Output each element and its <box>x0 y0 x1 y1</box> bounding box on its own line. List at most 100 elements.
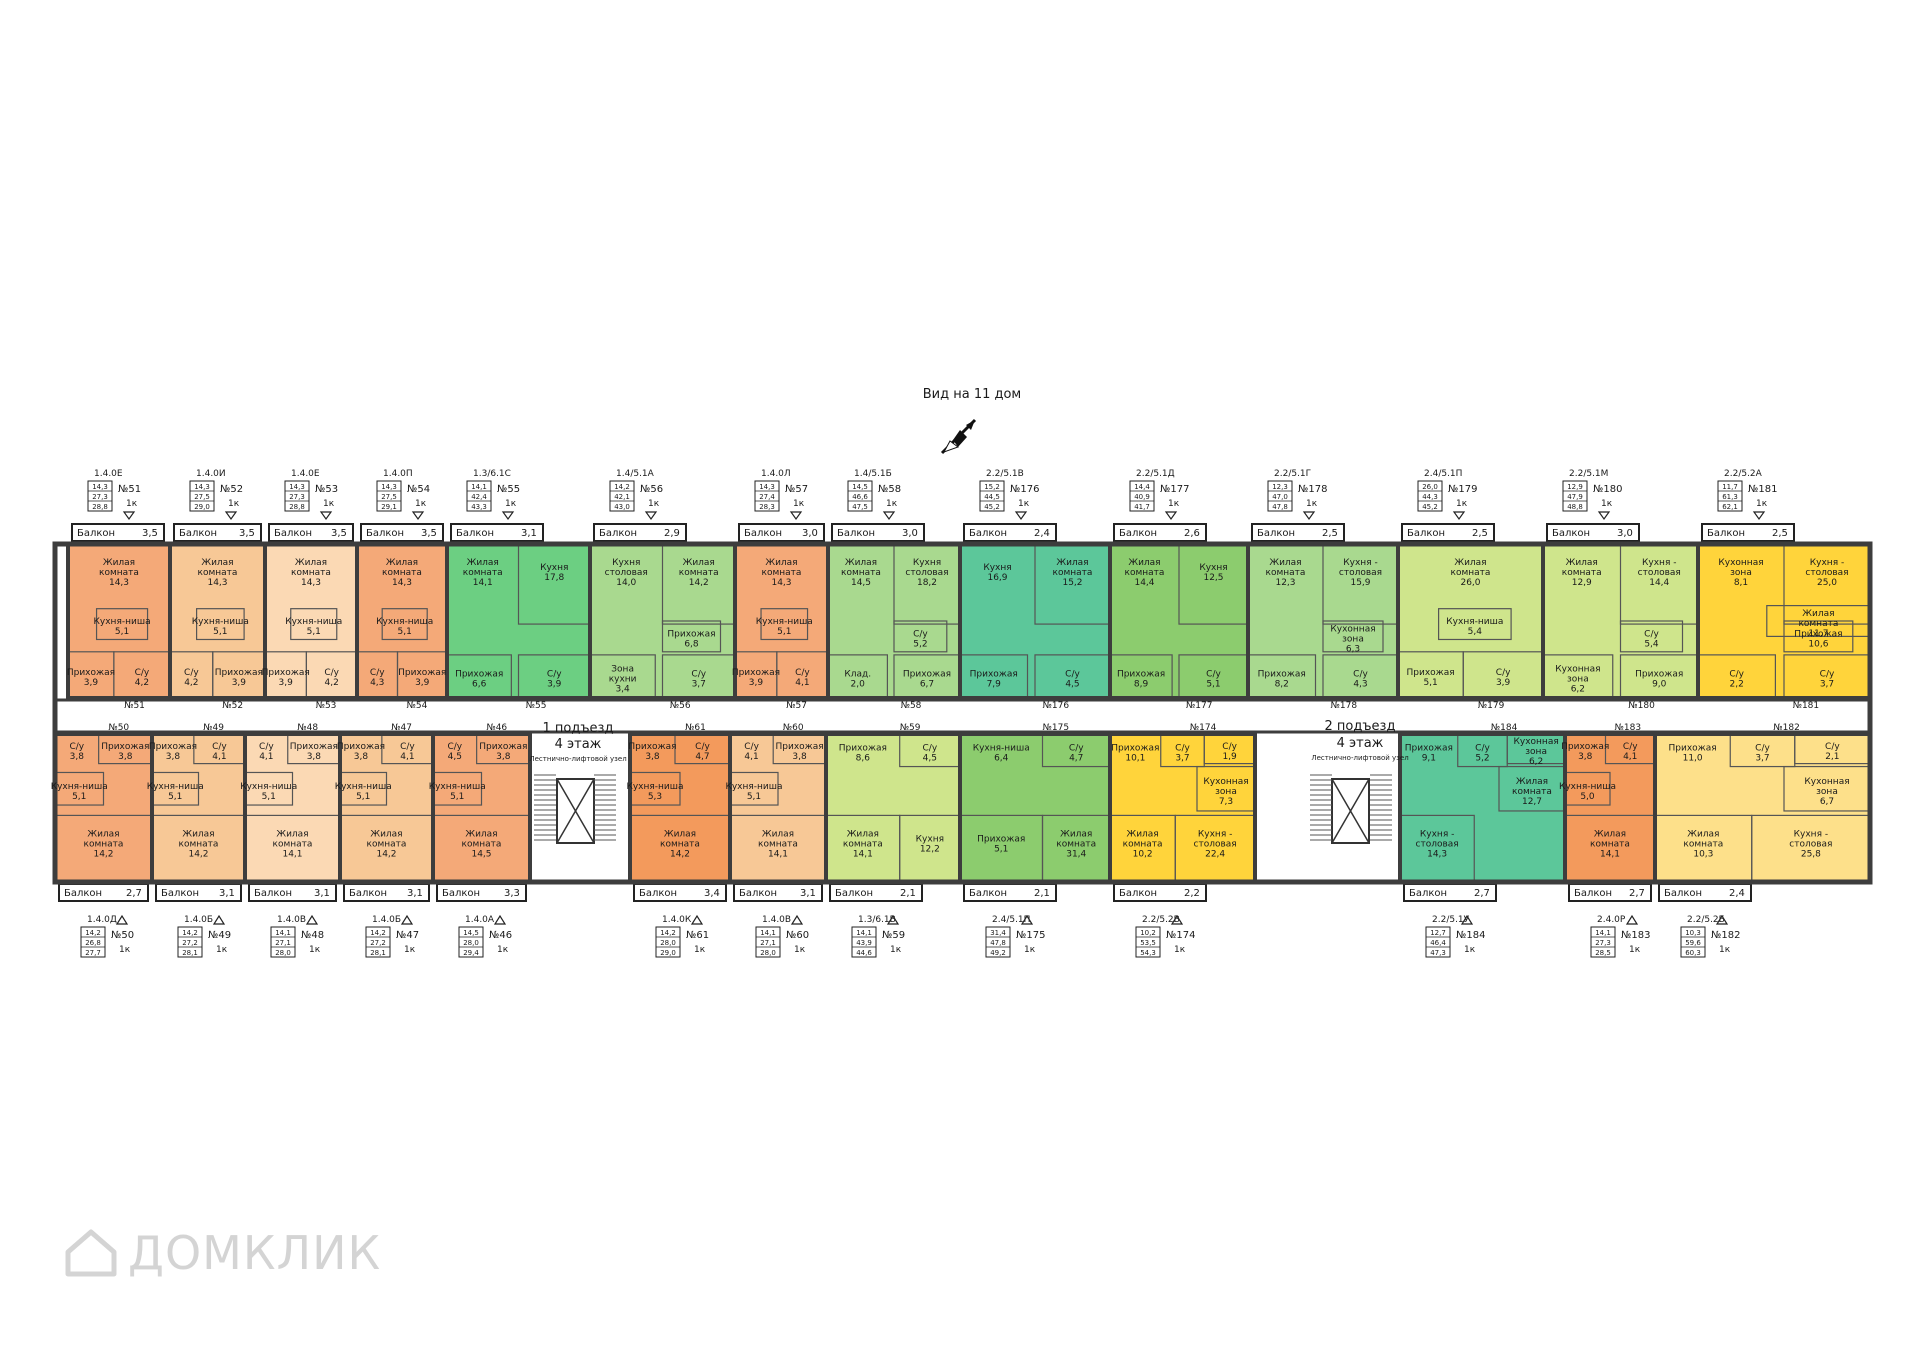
room-name: комната <box>758 839 798 849</box>
room-name: Жилая <box>1594 829 1626 839</box>
room-label: С/у4,2 <box>135 668 150 688</box>
balcony-area: 2,2 <box>1184 888 1200 899</box>
area-value: 45,2 <box>984 503 1000 511</box>
entrance-2-floor: 4 этаж <box>1337 736 1384 751</box>
area-table: 14,143,944,6 <box>851 926 877 958</box>
balcony-label: Балкон <box>969 888 1007 899</box>
room-name: Прихожая <box>970 669 1018 679</box>
room-area: 6,7 <box>1820 797 1834 807</box>
apartment-fill <box>340 734 433 882</box>
room-name: С/у <box>1069 743 1084 753</box>
room-area: 8,9 <box>1134 679 1149 689</box>
room-name: Кухня <box>913 558 941 568</box>
room-area: 3,8 <box>70 752 85 762</box>
corridor-apartment-number: №184 <box>1491 723 1518 733</box>
room-area: 5,2 <box>1475 753 1489 763</box>
area-value: 27,1 <box>760 939 776 947</box>
orientation-triangle-icon <box>790 914 804 925</box>
area-value: 12,7 <box>1430 929 1446 937</box>
area-value: 14,3 <box>92 483 108 491</box>
apartment-type: 1к <box>216 945 228 955</box>
room-name: С/у <box>691 669 706 679</box>
room-name: Кухня - <box>1810 558 1844 568</box>
walls <box>52 523 1873 902</box>
apartment-type: 1к <box>1024 945 1036 955</box>
area-value: 28,5 <box>1595 949 1611 957</box>
balcony-area: 3,4 <box>704 888 720 899</box>
room-label: С/у4,1 <box>1623 742 1638 762</box>
apartment-code: 1.4.0В <box>762 915 791 925</box>
balcony-label: Балкон <box>1664 888 1702 899</box>
room-name: С/у <box>1755 743 1770 753</box>
apartment-fill <box>735 544 828 698</box>
room-name: зона <box>1342 634 1364 644</box>
area-value: 14,3 <box>194 483 210 491</box>
apartment-code: 1.4.0Л <box>761 469 791 479</box>
orientation-triangle-icon <box>886 914 900 925</box>
room-area: 3,4 <box>615 684 630 694</box>
balcony-area: 2,5 <box>1772 528 1788 539</box>
corridor-apartment-number: №179 <box>1478 701 1505 711</box>
room-label: С/у4,1 <box>795 668 810 688</box>
area-table: 14,327,328,8 <box>284 480 310 512</box>
room-name: Прихожая <box>101 742 149 752</box>
area-value: 43,9 <box>856 939 872 947</box>
area-value: 11,7 <box>1722 483 1738 491</box>
room-name: С/у <box>370 668 385 678</box>
room-name: Жилая <box>683 558 715 568</box>
area-value: 27,2 <box>182 939 198 947</box>
room-name: Жилая <box>1269 558 1301 568</box>
area-value: 44,5 <box>984 493 1000 501</box>
area-table: 14,440,941,7 <box>1129 480 1155 512</box>
room-area: 14,2 <box>93 849 113 859</box>
room-name: Прихожая <box>903 669 951 679</box>
apartment-type: 1к <box>404 945 416 955</box>
room-label: С/у4,5 <box>923 743 938 763</box>
balcony-area: 3,0 <box>902 528 918 539</box>
room-name: комната <box>367 839 407 849</box>
apartment-type: 1к <box>1601 499 1613 509</box>
balcony-label: Балкон <box>349 888 387 899</box>
room-outline <box>760 608 809 641</box>
balcony-area: 2,9 <box>664 528 680 539</box>
orientation-triangle-icon <box>882 511 896 521</box>
room-name: комната <box>1562 568 1602 578</box>
area-value: 14,2 <box>370 929 386 937</box>
area-value: 28,8 <box>289 503 305 511</box>
balcony-label: Балкон <box>274 528 312 539</box>
balcony-outline <box>1113 523 1207 542</box>
apartment-type: 1к <box>415 499 427 509</box>
room-name: Кухня-ниша <box>192 617 249 627</box>
balcony-label: Балкон <box>64 888 102 899</box>
balcony-outline <box>738 523 825 542</box>
area-value: 14,1 <box>471 483 487 491</box>
room-name: С/у <box>1825 742 1840 752</box>
room-area: 12,2 <box>920 844 940 854</box>
room-name: комната <box>273 839 313 849</box>
room-label: С/у3,7 <box>691 669 706 689</box>
balcony-label: Балкон <box>442 888 480 899</box>
room-label: Клад.2,0 <box>844 669 871 689</box>
room-area: 3,7 <box>1820 679 1834 689</box>
orientation-triangle-icon <box>1752 511 1766 521</box>
room-area: 4,1 <box>795 678 809 688</box>
room-name: Прихожая <box>215 668 263 678</box>
apartment-code: 2.2/5.1В <box>986 469 1024 479</box>
stairs-icon <box>534 774 616 841</box>
balcony-area: 2,7 <box>126 888 142 899</box>
stairs-icon <box>1310 774 1392 841</box>
balcony-area: 3,5 <box>142 528 158 539</box>
room-name: С/у <box>923 743 938 753</box>
area-value: 29,4 <box>463 949 479 957</box>
area-value: 14,2 <box>182 929 198 937</box>
